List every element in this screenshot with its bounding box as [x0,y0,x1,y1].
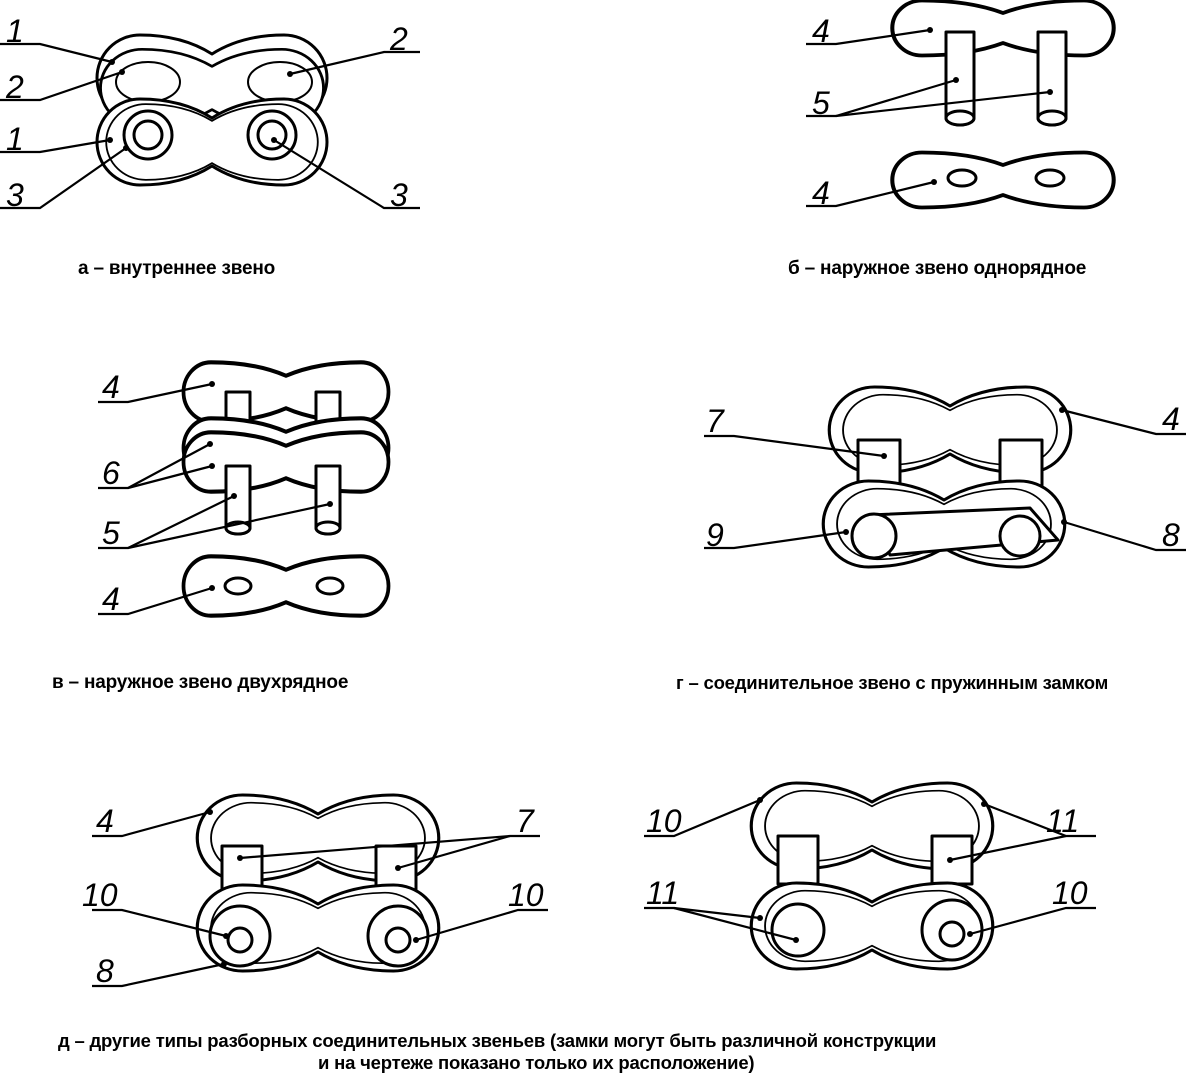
label-d-left-8: 8 [96,953,114,989]
label-b-4-top: 4 [812,13,830,49]
label-v-4-top: 4 [102,369,120,405]
label-g-9: 9 [706,517,724,553]
label-b-5: 5 [812,85,830,121]
figure-b-labels: 4 5 4 [812,13,830,211]
caption-a: а – внутреннее звено [78,258,276,279]
label-d-left-10: 10 [82,877,118,913]
label-d-left-4: 4 [96,803,114,839]
figure-d-right-labels: 10 11 11 10 [646,803,1088,911]
label-v-5: 5 [102,515,120,551]
figure-a-labels: 1 2 1 3 2 3 [5,13,408,213]
label-a-2-right: 2 [389,21,408,57]
caption-b: б – наружное звено однорядное [788,258,1087,279]
label-d-left-7: 7 [516,803,535,839]
label-a-1-bottom: 1 [6,121,24,157]
figure-g-labels: 7 9 4 8 [706,401,1180,553]
figure-g-spring-clip-link [704,385,1186,569]
figure-b-outer-link-single [806,1,1114,208]
caption-d-line-1: д – другие типы разборных соединительных… [58,1030,937,1051]
figure-a-inner-link [0,33,420,210]
label-v-4-bottom: 4 [102,581,120,617]
caption-d-line-2: и на чертеже показано только их располож… [318,1052,755,1073]
label-d-right-11: 11 [646,875,679,911]
label-d-right-10-right: 10 [1052,875,1088,911]
label-g-7: 7 [706,403,725,439]
label-d-right-11-right: 11 [1046,803,1079,839]
label-d-right-10: 10 [646,803,682,839]
figure-d-left-labels: 4 10 8 7 10 [82,803,544,989]
label-a-1-top: 1 [6,13,24,49]
label-g-8: 8 [1162,517,1180,553]
label-b-4-bottom: 4 [812,175,830,211]
caption-v: в – наружное звено двухрядное [52,672,349,693]
label-v-6: 6 [102,455,120,491]
figure-d-right-link [644,781,1096,971]
label-a-3-left: 3 [6,177,24,213]
label-g-4: 4 [1162,401,1180,437]
figure-v-labels: 4 6 5 4 [102,369,120,617]
figure-d-left-link [92,793,548,988]
caption-g: г – соединительное звено с пружинным зам… [676,672,1109,693]
label-a-2-left: 2 [5,69,24,105]
figure-v-outer-link-double [98,362,389,615]
label-d-left-10-right: 10 [508,877,544,913]
label-a-3-right: 3 [390,177,408,213]
